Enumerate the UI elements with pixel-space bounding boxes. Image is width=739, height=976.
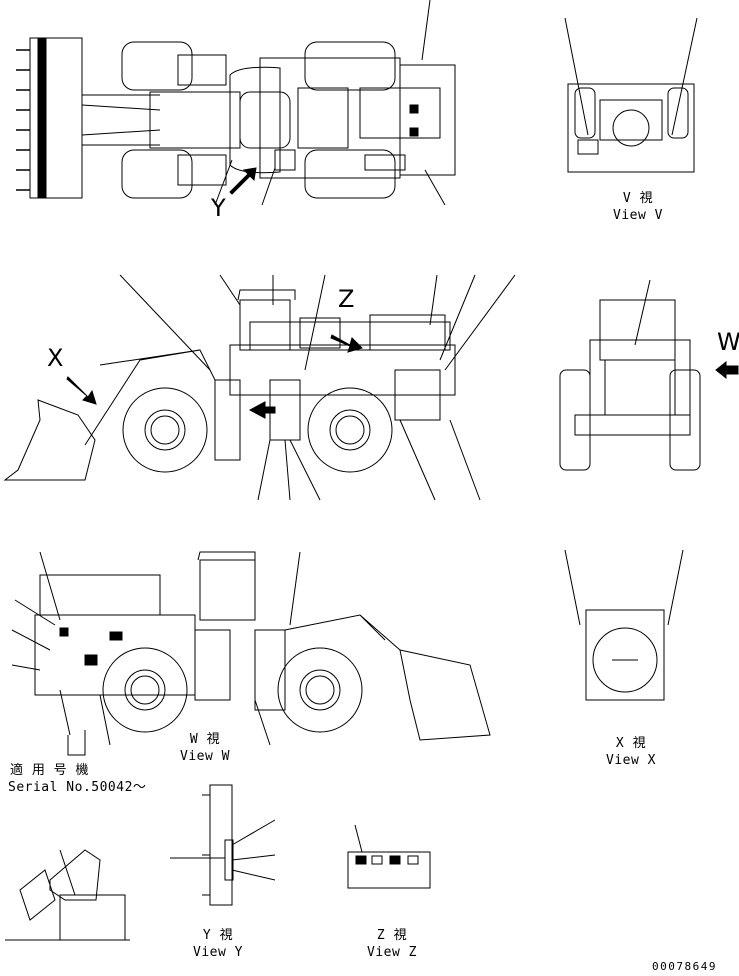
operator-seat xyxy=(5,849,130,941)
top-view-loader xyxy=(16,0,456,206)
view-y-caption-jp: Y 視 xyxy=(202,928,234,943)
view-z-caption-jp: Z 視 xyxy=(376,928,408,943)
view-v-rear xyxy=(564,17,698,173)
view-z-panel xyxy=(347,824,431,889)
drawing-number: 00078649 xyxy=(652,960,717,973)
view-x-bucket xyxy=(564,549,684,701)
view-v-caption-jp: V 視 xyxy=(622,191,654,206)
view-y-caption-en: View Y xyxy=(193,945,243,960)
marker-w: W xyxy=(717,328,739,356)
view-x-caption-jp: X 視 xyxy=(615,736,647,751)
view-y-plate xyxy=(170,784,276,906)
view-w-caption-jp: W 視 xyxy=(189,732,221,747)
marker-z: Z xyxy=(338,285,355,313)
view-x-caption-en: View X xyxy=(606,753,656,768)
front-view xyxy=(559,279,739,471)
side-view-right xyxy=(11,551,491,756)
marker-x: X xyxy=(47,344,64,372)
view-w-caption-en: View W xyxy=(180,749,230,764)
side-view-left xyxy=(3,274,516,501)
view-v-caption-en: View V xyxy=(613,208,663,223)
marker-y-top: Y xyxy=(211,194,227,222)
view-z-caption-en: View Z xyxy=(367,945,417,960)
serial-caption-jp: 適 用 号 機 xyxy=(10,763,89,778)
serial-number: Serial No.50042～ xyxy=(8,780,147,795)
